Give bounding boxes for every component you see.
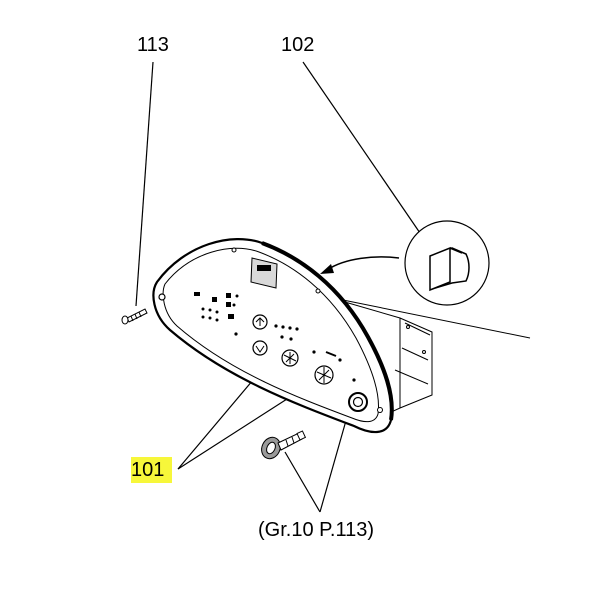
button-down-icon bbox=[252, 340, 268, 356]
indicator-cluster bbox=[194, 292, 239, 322]
clip-icon bbox=[320, 220, 490, 306]
leader-102 bbox=[302, 61, 421, 234]
leader-113 bbox=[135, 61, 154, 307]
callout-101-highlighted: 101 bbox=[131, 457, 173, 483]
control-panel bbox=[152, 238, 394, 434]
screw-icon bbox=[121, 308, 148, 325]
callout-113: 113 bbox=[137, 34, 169, 56]
callout-102: 102 bbox=[281, 34, 315, 56]
leader-101-a bbox=[177, 379, 254, 470]
callout-reference: (Gr.10 P.113) bbox=[258, 519, 374, 541]
key-icon bbox=[261, 430, 307, 460]
status-leds bbox=[234, 324, 356, 382]
brand-logo-icon bbox=[257, 265, 271, 271]
mounting-hole bbox=[158, 293, 166, 301]
leader-ref-a bbox=[284, 451, 321, 513]
